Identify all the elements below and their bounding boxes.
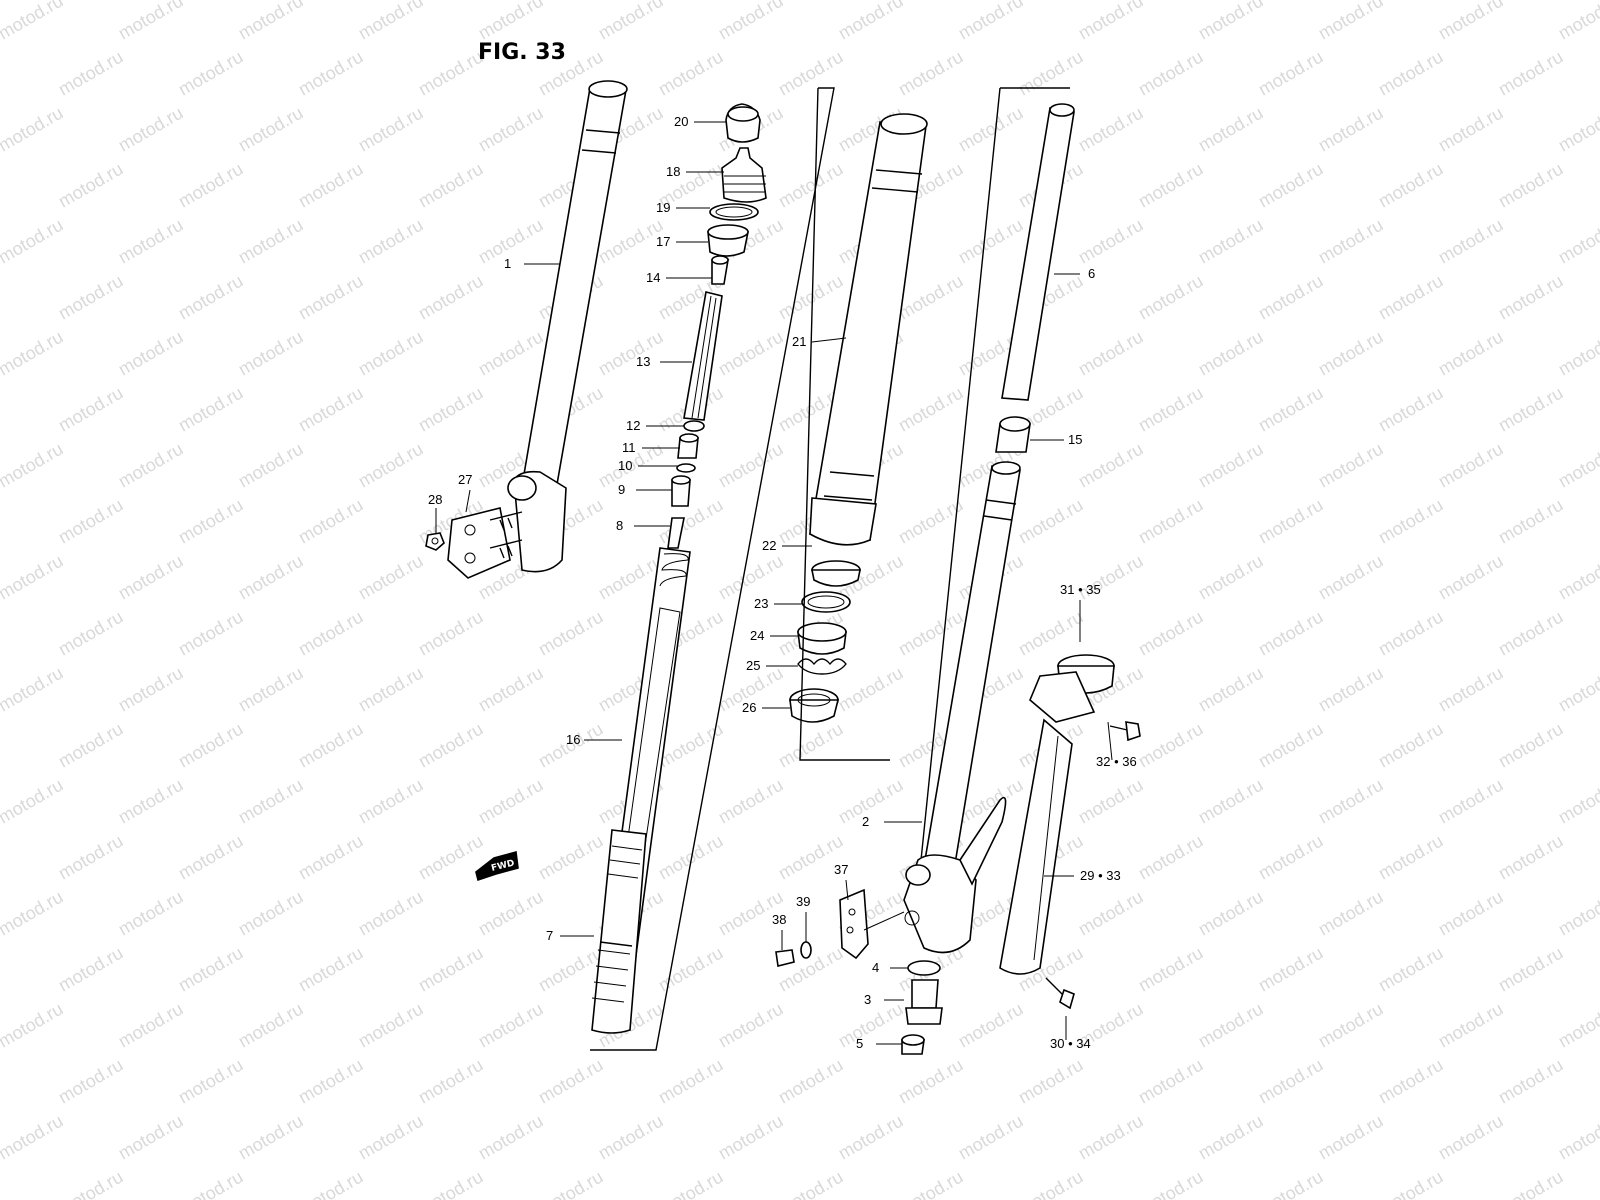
callout-22: 22 — [762, 538, 776, 553]
callout-19: 19 — [656, 200, 670, 215]
group-frame-center — [799, 87, 890, 761]
part-2-lower-tube — [903, 461, 1021, 954]
callout-1: 1 — [504, 256, 511, 271]
part-39-washer — [800, 941, 812, 959]
callout-14: 14 — [646, 270, 660, 285]
callout-16: 16 — [566, 732, 580, 747]
callout-6: 6 — [1088, 266, 1095, 281]
part-25-clip — [797, 658, 847, 675]
fwd-arrow-badge: FWD — [475, 850, 519, 882]
part-6-tube — [1001, 103, 1075, 401]
part-9-nut — [671, 475, 691, 507]
part-14-spacer — [711, 255, 729, 285]
part-18-bolt — [721, 147, 767, 203]
callout-30-34: 30 • 34 — [1050, 1036, 1091, 1051]
leader-line — [465, 489, 471, 513]
figure-title: FIG. 33 — [478, 40, 566, 65]
group-frame-left — [590, 87, 835, 1051]
callout-27: 27 — [458, 472, 472, 487]
group-frame-right — [919, 87, 1070, 871]
callout-18: 18 — [666, 164, 680, 179]
leader-line — [811, 337, 847, 343]
part-4-washer — [907, 960, 941, 976]
callout-10: 10 — [618, 458, 632, 473]
part-20-cap — [725, 103, 761, 143]
callout-32-36: 32 • 36 — [1096, 754, 1137, 769]
callout-21: 21 — [792, 334, 806, 349]
part-24-seal — [797, 622, 847, 655]
callout-8: 8 — [616, 518, 623, 533]
part-21-outer-tube — [809, 113, 928, 546]
callout-29-33: 29 • 33 — [1080, 868, 1121, 883]
callout-9: 9 — [618, 482, 625, 497]
part-12-washer — [683, 420, 705, 432]
callout-26: 26 — [742, 700, 756, 715]
callout-5: 5 — [856, 1036, 863, 1051]
callout-7: 7 — [546, 928, 553, 943]
part-28-nut — [425, 532, 445, 551]
leader-line — [845, 879, 849, 901]
part-37-bracket — [839, 888, 905, 960]
part-17-collar — [707, 224, 749, 257]
part-15-bushing — [995, 416, 1031, 453]
part-32-bolt — [1109, 721, 1141, 742]
callout-17: 17 — [656, 234, 670, 249]
part-7-damper-rod — [591, 829, 647, 1034]
callout-15: 15 — [1068, 432, 1082, 447]
callout-37: 37 — [834, 862, 848, 877]
part-13-spacer-tube — [683, 291, 723, 421]
part-1-outer-tube — [507, 80, 628, 573]
part-11-seat — [677, 433, 699, 459]
part-29-guard — [999, 718, 1073, 975]
callout-25: 25 — [746, 658, 760, 673]
callout-20: 20 — [674, 114, 688, 129]
part-22-bushing — [811, 560, 861, 587]
callout-11: 11 — [622, 440, 636, 455]
callout-31-35: 31 • 35 — [1060, 582, 1101, 597]
part-3-drain-bolt — [905, 979, 943, 1025]
callout-23: 23 — [754, 596, 768, 611]
callout-4: 4 — [872, 960, 879, 975]
callout-39: 39 — [796, 894, 810, 909]
part-30-bolt — [1045, 977, 1075, 1010]
part-10-ring — [676, 463, 696, 473]
part-38-bolt — [775, 949, 795, 967]
leader-line — [1107, 721, 1113, 761]
callout-38: 38 — [772, 912, 786, 927]
callout-24: 24 — [750, 628, 764, 643]
callout-12: 12 — [626, 418, 640, 433]
part-19-oring — [709, 203, 759, 221]
part-27-clamp — [447, 507, 523, 579]
callout-3: 3 — [864, 992, 871, 1007]
callout-28: 28 — [428, 492, 442, 507]
part-31-clamp — [1029, 654, 1115, 723]
callout-13: 13 — [636, 354, 650, 369]
part-5-cap — [901, 1034, 925, 1055]
part-26-dust-seal — [789, 688, 840, 723]
callout-labels: 1 2 3 4 5 6 7 8 9 10 11 12 13 14 15 16 1… — [428, 114, 1137, 1051]
callout-2: 2 — [862, 814, 869, 829]
part-23-washer — [801, 591, 851, 613]
part-8-rod-top — [667, 517, 685, 549]
leader-lines — [435, 121, 1113, 1045]
